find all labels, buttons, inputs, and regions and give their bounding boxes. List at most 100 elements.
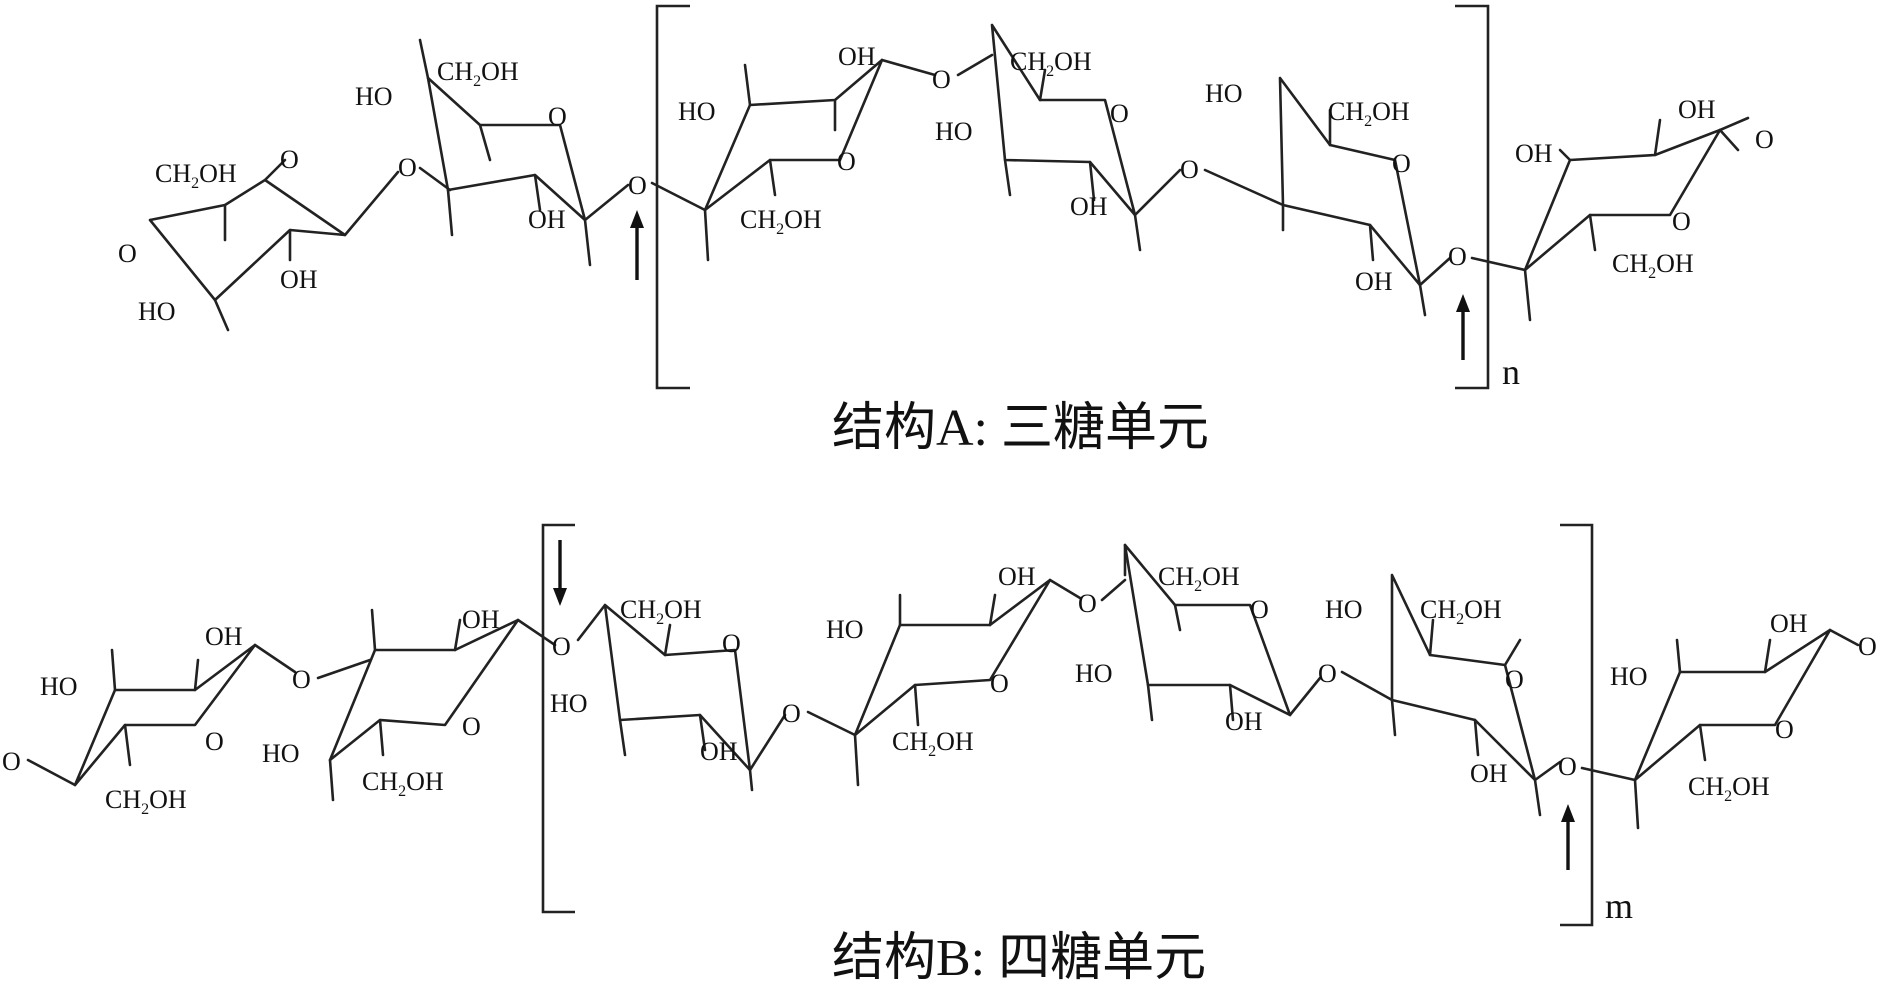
- hydroxyl-label: OH: [1070, 192, 1108, 221]
- ring-b4-bonds: [853, 578, 1052, 737]
- bond: [446, 188, 454, 237]
- bond: [478, 123, 492, 162]
- bond: [1048, 578, 1082, 600]
- ch2oh-label: CH2OH: [1688, 772, 1770, 805]
- ring-a6: OH OH O O CH2OH: [1470, 95, 1774, 322]
- arrow-head: [1561, 804, 1575, 822]
- hydroxyl-label: HO: [935, 117, 973, 146]
- bond: [26, 758, 77, 787]
- hydroxyl-label: HO: [1325, 595, 1363, 624]
- bond: [583, 183, 630, 222]
- hydroxyl-label: OH: [1355, 267, 1393, 296]
- ring-a1-ring-oxygen: O: [280, 145, 299, 174]
- glycosidic-oxygen: O: [932, 65, 951, 94]
- bond: [1173, 603, 1182, 632]
- ring-b7-ring-oxygen: O: [1775, 715, 1794, 744]
- ring-a3: HO OH O CH2OH: [650, 42, 937, 262]
- bond: [988, 593, 997, 627]
- bond: [343, 170, 400, 237]
- bond: [1523, 268, 1532, 322]
- bond: [853, 733, 860, 787]
- hydroxyl-label: HO: [826, 615, 864, 644]
- bond: [1418, 283, 1427, 317]
- bond: [110, 648, 117, 692]
- bond: [913, 683, 920, 727]
- caption-structure-a: 结构A: 三糖单元: [832, 400, 1209, 457]
- ring-b1: O HO OH O CH2OH: [2, 622, 257, 818]
- glycosidic-oxygen: O: [1448, 242, 1467, 271]
- hydroxyl-label: HO: [678, 97, 716, 126]
- structure-a: O O CH2OH OH HO O HO CH2OH O OH O: [118, 4, 1774, 457]
- ring-b6-ring-oxygen: O: [1505, 665, 1524, 694]
- ring-b1-ring-oxygen: O: [205, 727, 224, 756]
- repeat-index-m: m: [1605, 886, 1633, 926]
- bond: [748, 713, 787, 772]
- glycosidic-oxygen: O: [1180, 155, 1199, 184]
- ch2oh-label: CH2OH: [892, 727, 974, 760]
- hydroxyl-label: OH: [462, 605, 500, 634]
- glycosidic-oxygen: O: [1558, 752, 1577, 781]
- ring-a4-ring-oxygen: O: [1110, 99, 1129, 128]
- ch2oh-label: CH2OH: [155, 159, 237, 192]
- bond: [1418, 256, 1452, 287]
- ring-a2-bonds: [426, 76, 587, 222]
- ch2oh-label: CH2OH: [437, 57, 519, 90]
- bond: [453, 618, 462, 652]
- bond: [1228, 683, 1235, 722]
- arrow-head: [1456, 294, 1470, 312]
- bond: [618, 718, 627, 757]
- ring-b4: HO OH O CH2OH: [826, 562, 1052, 787]
- arrow-head: [630, 210, 644, 228]
- terminal-oxygen: O: [1755, 125, 1774, 154]
- ch2oh-label: CH2OH: [1010, 47, 1092, 80]
- ring-a3-ring-oxygen: O: [837, 147, 856, 176]
- bond: [743, 63, 752, 107]
- glycosidic-oxygen: O: [398, 153, 417, 182]
- ring-a4: CH2OH HO O OH: [935, 23, 1142, 252]
- bond: [956, 53, 994, 77]
- ring-b2: HO OH O CH2OH: [262, 605, 520, 802]
- hydroxyl-label: OH: [1678, 95, 1716, 124]
- bond: [698, 713, 707, 752]
- bond: [1288, 676, 1322, 717]
- ring-a5: HO CH2OH O OH: [1205, 76, 1427, 317]
- repeat-bracket-left-b: [541, 523, 575, 914]
- ring-a6-ring-oxygen: O: [1672, 207, 1691, 236]
- caption-structure-b: 结构B: 四糖单元: [832, 930, 1206, 985]
- bond: [1675, 638, 1682, 674]
- structure-b: O HO OH O CH2OH O HO OH O CH2OH: [2, 523, 1877, 987]
- bond: [1203, 168, 1285, 207]
- hydroxyl-label: OH: [280, 265, 318, 294]
- ch2oh-label: CH2OH: [1328, 97, 1410, 130]
- hydroxyl-label: OH: [998, 562, 1036, 591]
- hydroxyl-label: HO: [138, 297, 176, 326]
- ring-b5-ring-oxygen: O: [1250, 595, 1269, 624]
- ring-b2-bonds: [328, 618, 520, 762]
- hydroxyl-label: HO: [40, 672, 78, 701]
- ch2oh-label: CH2OH: [620, 595, 702, 628]
- bond: [1503, 638, 1522, 667]
- ring-b7-bonds: [1633, 628, 1832, 782]
- bond: [1390, 698, 1397, 737]
- hydroxyl-label: HO: [355, 82, 393, 111]
- bond: [418, 38, 430, 80]
- ch2oh-label: CH2OH: [105, 785, 187, 818]
- bond: [1146, 683, 1154, 722]
- hydroxyl-label: HO: [1075, 659, 1113, 688]
- glycosidic-oxygen: O: [782, 699, 801, 728]
- ch2oh-label: CH2OH: [1420, 595, 1502, 628]
- hydroxyl-label: HO: [1610, 662, 1648, 691]
- bond: [1653, 118, 1662, 157]
- glycosidic-oxygen: O: [292, 665, 311, 694]
- ring-a2-ring-oxygen: O: [548, 102, 567, 131]
- ring-b3: CH2OH HO O OH: [550, 595, 754, 792]
- bond: [1828, 628, 1860, 647]
- bond: [1473, 718, 1480, 757]
- bond: [748, 768, 754, 792]
- bond: [418, 166, 452, 192]
- bond: [768, 158, 777, 197]
- arrow-head: [553, 588, 567, 606]
- bond: [1533, 760, 1562, 782]
- bond: [1633, 778, 1640, 830]
